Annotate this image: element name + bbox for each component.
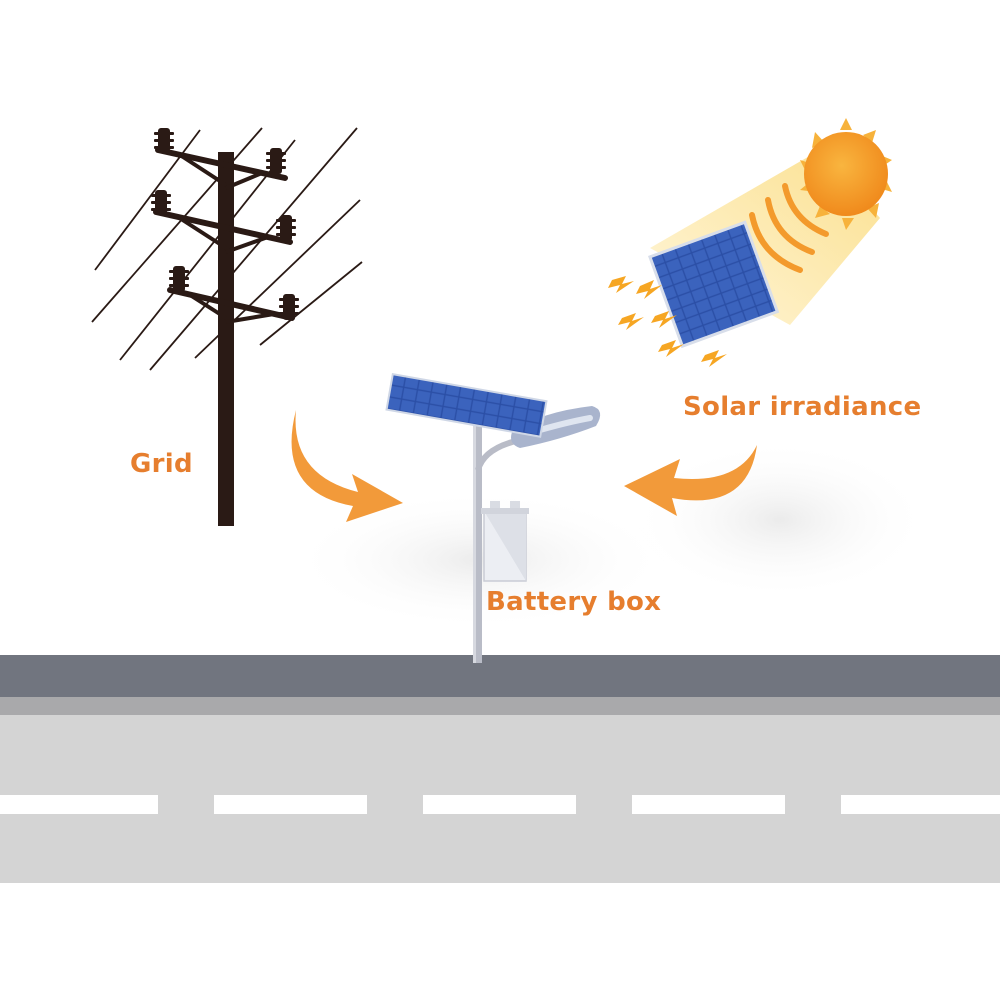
solar-panel-icon <box>648 220 780 349</box>
road-curb <box>0 655 1000 697</box>
lane-mark <box>0 795 158 814</box>
lane-mark <box>841 795 1000 814</box>
lane-mark <box>632 795 785 814</box>
sun-icon <box>800 118 892 230</box>
solar-to-light-arrow <box>624 445 757 516</box>
battery-box-icon <box>481 501 529 582</box>
lightning-bolt-icon <box>608 276 727 367</box>
battery-box-label: Battery box <box>486 587 662 617</box>
power-pole-icon <box>91 127 363 526</box>
lane-mark <box>214 795 367 814</box>
road-edge <box>0 697 1000 715</box>
road <box>0 655 1000 883</box>
grid-to-light-arrow <box>291 410 403 522</box>
grid-label: Grid <box>130 449 193 479</box>
solar-irradiance-label: Solar irradiance <box>683 392 922 422</box>
street-light-icon <box>385 373 601 663</box>
lane-mark <box>423 795 576 814</box>
